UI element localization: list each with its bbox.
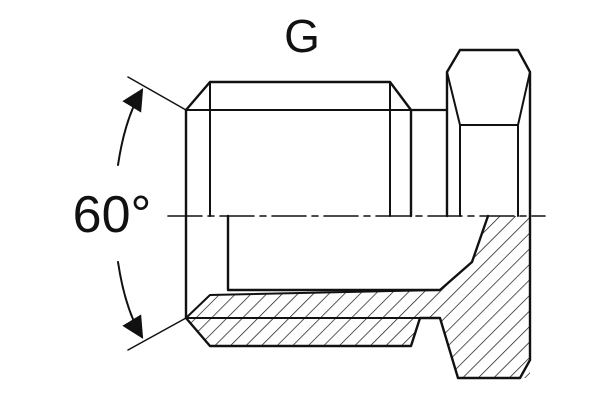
thread-label: G: [284, 10, 320, 62]
thread-body-outline: [184, 80, 413, 218]
hex-nut-outline: [445, 48, 532, 218]
fitting-outline: [184, 48, 532, 380]
extension-line-upper: [127, 76, 187, 111]
bore-chamfer: [185, 289, 441, 319]
hatch-nut-wall: [440, 216, 530, 378]
angle-dimension: [117, 76, 187, 351]
angle-arc-upper: [117, 88, 144, 166]
hex-face-upper: [446, 71, 531, 126]
bore-outline: [226, 214, 490, 292]
lower-contour: [184, 214, 532, 380]
angle-label: 60°: [73, 186, 152, 244]
angle-arc-lower: [117, 261, 144, 339]
extension-line-lower: [127, 317, 187, 351]
